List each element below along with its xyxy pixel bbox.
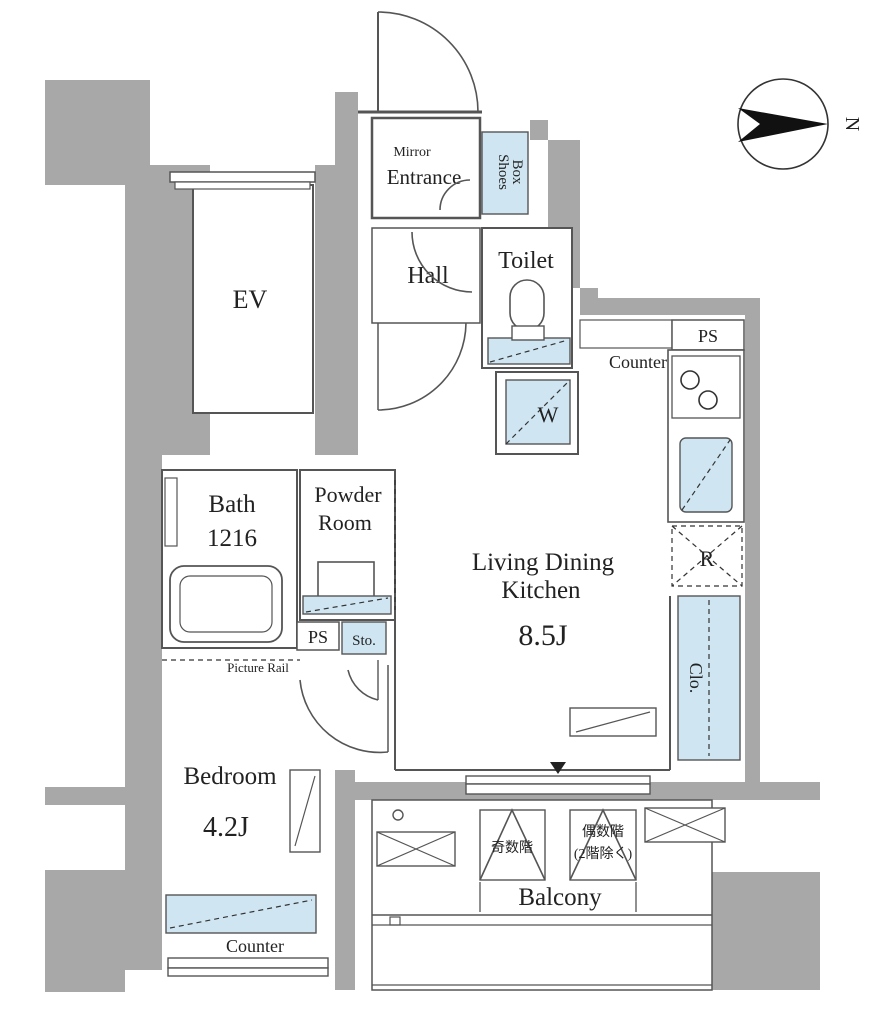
kitchen-area: PS Counter R Clo. bbox=[579, 319, 745, 761]
entry-arrow-icon bbox=[550, 762, 566, 774]
ldk-label-2: Kitchen bbox=[501, 577, 581, 604]
powder-label-1: Powder bbox=[314, 482, 382, 507]
closet bbox=[677, 595, 741, 761]
entrance-door[interactable] bbox=[358, 11, 482, 114]
elevator-shaft: EV bbox=[169, 171, 316, 414]
evac-hatch-odd bbox=[479, 809, 546, 881]
hall-area: Hall bbox=[371, 227, 481, 411]
shoes-box-label: Shoes bbox=[495, 154, 511, 190]
ps-storage: PS Sto. Picture Rail bbox=[162, 621, 387, 701]
burner-icon bbox=[680, 370, 700, 390]
storage bbox=[341, 621, 387, 655]
burner-icon bbox=[698, 390, 718, 410]
ldk-window[interactable] bbox=[465, 775, 651, 785]
ldk-area: Living Dining Kitchen 8.5J bbox=[394, 470, 671, 795]
toilet-room: Toilet bbox=[481, 227, 573, 369]
mirror-label: Mirror bbox=[393, 145, 431, 160]
faucet-icon bbox=[392, 809, 404, 821]
counter-kitchen-label: Counter bbox=[609, 352, 667, 372]
shoes-box-label-2: Box bbox=[509, 159, 525, 185]
bedroom-window[interactable] bbox=[167, 957, 329, 969]
even-floors-label-1: 偶数階 bbox=[582, 824, 624, 840]
washer-space: W bbox=[495, 371, 579, 455]
entrance-label: Entrance bbox=[387, 165, 462, 189]
bedroom-label: Bedroom bbox=[183, 763, 277, 790]
bath-size-label: 1216 bbox=[207, 525, 257, 552]
balcony-label: Balcony bbox=[518, 884, 602, 911]
north-arrow-icon: N bbox=[737, 78, 863, 170]
toilet-label: Toilet bbox=[498, 248, 554, 274]
north-label: N bbox=[841, 117, 863, 131]
even-floors-label-2: (2階除く) bbox=[574, 846, 633, 862]
refrigerator-label: R bbox=[700, 546, 715, 571]
bedroom-size-label: 4.2J bbox=[203, 812, 249, 843]
aircon-unit-bedroom bbox=[289, 769, 321, 853]
evac-hatch-even bbox=[569, 809, 637, 881]
ps-top-label: PS bbox=[698, 326, 718, 346]
entrance-area: Mirror Entrance Shoes Box bbox=[370, 116, 529, 220]
bedroom: Bedroom 4.2J Counter bbox=[165, 665, 389, 977]
ldk-label-1: Living Dining bbox=[472, 549, 615, 576]
structural-walls bbox=[45, 80, 820, 992]
balcony: 奇数階 偶数階 (2階除く) Balcony bbox=[371, 799, 726, 991]
shoes-box bbox=[481, 131, 529, 215]
washer-label: W bbox=[538, 402, 559, 427]
odd-floors-label: 奇数階 bbox=[491, 839, 533, 856]
ps-bath-label: PS bbox=[308, 627, 328, 647]
ldk-size-label: 8.5J bbox=[518, 619, 568, 652]
toilet-fixture bbox=[509, 279, 545, 341]
bath-label: Bath bbox=[208, 491, 256, 518]
bathroom: Bath 1216 bbox=[161, 469, 298, 649]
powder-room: Powder Room bbox=[299, 469, 396, 621]
picture-rail-label: Picture Rail bbox=[227, 660, 289, 675]
storage-label: Sto. bbox=[352, 633, 376, 649]
ev-label: EV bbox=[233, 285, 268, 314]
powder-label-2: Room bbox=[318, 510, 372, 535]
counter-bedroom-label: Counter bbox=[226, 936, 284, 956]
closet-label: Clo. bbox=[686, 663, 706, 694]
ps-box-top bbox=[671, 319, 745, 351]
